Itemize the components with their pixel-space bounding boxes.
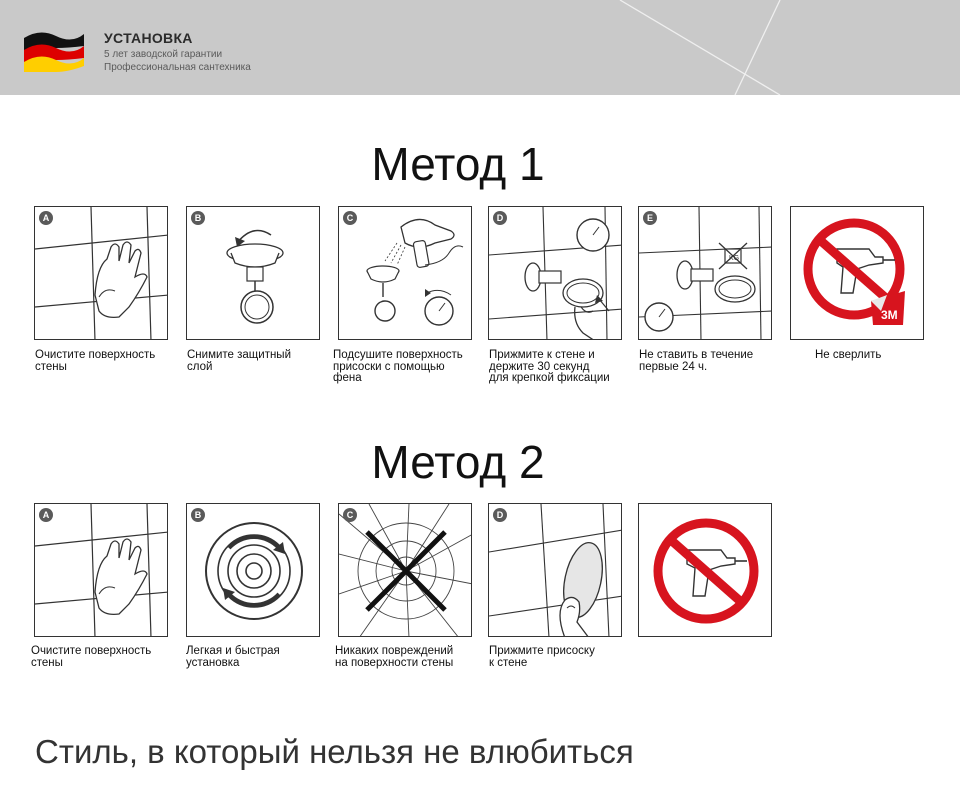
step-letter-badge: E [643, 211, 657, 225]
no-drill-icon [653, 518, 759, 624]
method-1-step-b-card: B [186, 206, 320, 340]
method-2-step-e-card [638, 503, 772, 637]
tagline: Стиль, в который нельзя не влюбиться [35, 733, 634, 770]
step-letter-badge: D [493, 211, 507, 225]
step-letter-badge: B [191, 211, 205, 225]
header-warranty: 5 лет заводской гарантии [104, 49, 223, 60]
method-1-step-e-caption: Не ставить в течение первые 24 ч. [639, 349, 754, 373]
method-1-step-d-caption: Прижмите к стене и держите 30 секунд для… [489, 349, 610, 384]
german-flag-icon [24, 32, 84, 72]
remove-film-icon [226, 229, 284, 324]
header-subtitle: Профессиональная сантехника [104, 62, 251, 73]
method-2-step-a-caption: Очистите поверхность стены [31, 645, 152, 669]
method-2-step-c-card: C [338, 503, 472, 637]
method-1-step-a-caption: Очистите поверхность стены [35, 349, 156, 373]
method-2-step-d-card: D [488, 503, 622, 637]
method-1-title: Метод 1 [371, 138, 545, 190]
step-letter-badge: D [493, 508, 507, 522]
method-1-step-f-card: 3M [790, 206, 924, 340]
hair-dryer-icon [366, 218, 464, 326]
method-1-step-d-card: D [488, 206, 622, 340]
step-letter-badge: C [343, 211, 357, 225]
method-2-step-d-caption: Прижмите присоску к стене [489, 645, 595, 669]
method-1-step-c-card: C [338, 206, 472, 340]
wipe-wall-icon [35, 207, 167, 339]
press-wall-icon [489, 207, 621, 339]
method-1-step-c-caption: Подсушите поверхность присоски с помощью… [333, 349, 463, 384]
header-title: УСТАНОВКА [104, 30, 193, 46]
method-1-step-a-card: A [34, 206, 168, 340]
wipe-wall-icon [35, 504, 167, 636]
method-1-step-f-caption: Не сверлить [815, 349, 882, 361]
header-decoration-lines [619, 0, 781, 95]
header-banner: УСТАНОВКА 5 лет заводской гарантии Профе… [0, 0, 960, 95]
method-2-step-b-card: B [186, 503, 320, 637]
step-letter-badge: A [39, 211, 53, 225]
method-2-step-b-caption: Легкая и быстрая установка [186, 645, 280, 669]
wait-24h-icon: KG [639, 207, 771, 339]
svg-text:KG: KG [729, 255, 739, 262]
no-drill-icon [803, 218, 905, 325]
method-1-step-e-card: KG E [638, 206, 772, 340]
badge-3m-icon: 3M [881, 308, 898, 322]
quick-install-icon [205, 522, 303, 620]
no-damage-icon [339, 504, 471, 636]
method-2-step-c-caption: Никаких повреждений на поверхности стены [335, 645, 454, 669]
press-suction-icon [489, 504, 621, 636]
method-2-step-a-card: A [34, 503, 168, 637]
step-letter-badge: A [39, 508, 53, 522]
method-1-step-b-caption: Снимите защитный слой [187, 349, 291, 373]
method-2-title: Метод 2 [371, 436, 545, 488]
step-letter-badge: C [343, 508, 357, 522]
step-letter-badge: B [191, 508, 205, 522]
